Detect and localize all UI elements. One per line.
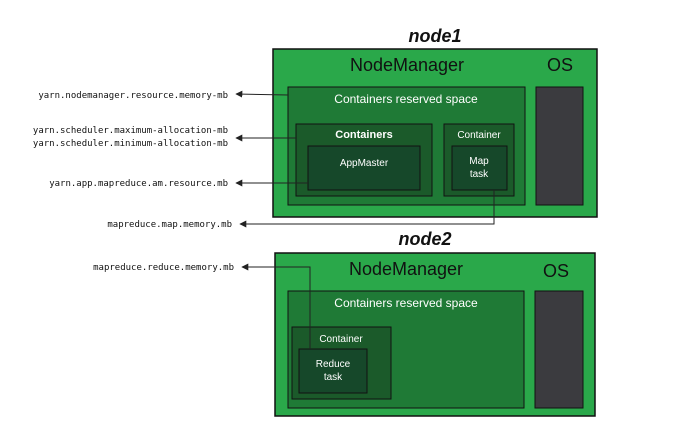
param-scheduler-max-allocation: yarn.scheduler.maximum-allocation-mb bbox=[33, 126, 228, 136]
node2-reduce-task-label-line2: task bbox=[324, 372, 343, 383]
node2-title: node2 bbox=[398, 229, 451, 249]
node2-reserved-space-label: Containers reserved space bbox=[334, 296, 478, 310]
node1-container-label: Container bbox=[457, 130, 501, 141]
node1-os-block bbox=[535, 86, 584, 206]
node2-os-block bbox=[534, 290, 584, 409]
node2-reduce-task-label-line1: Reduce bbox=[316, 359, 351, 370]
arrow-nodemanager-resource-memory bbox=[235, 90, 289, 98]
node1-map-task-label-line2: task bbox=[470, 169, 489, 180]
node1-appmaster-label: AppMaster bbox=[340, 158, 389, 169]
node1-map-task-label-line1: Map bbox=[469, 156, 489, 167]
node1-map-task-box bbox=[451, 145, 508, 191]
param-nodemanager-resource-memory: yarn.nodemanager.resource.memory-mb bbox=[38, 91, 228, 101]
node2-nodemanager-label: NodeManager bbox=[349, 259, 463, 279]
node1-os-label: OS bbox=[547, 55, 573, 75]
node2-os-label: OS bbox=[543, 261, 569, 281]
node2-reduce-task-box bbox=[298, 348, 368, 394]
node1-title: node1 bbox=[408, 26, 461, 46]
param-scheduler-min-allocation: yarn.scheduler.minimum-allocation-mb bbox=[33, 139, 228, 149]
node2-container-label: Container bbox=[319, 334, 363, 345]
arrow-map-memory-mb bbox=[239, 190, 495, 228]
param-map-memory-mb: mapreduce.map.memory.mb bbox=[107, 220, 232, 230]
node1-reserved-space-label: Containers reserved space bbox=[334, 92, 478, 106]
node1-appmaster-box bbox=[307, 145, 421, 191]
arrow-reduce-memory-mb bbox=[241, 263, 311, 349]
node1-nodemanager-label: NodeManager bbox=[350, 55, 464, 75]
node1-containers-label: Containers bbox=[335, 129, 392, 141]
param-am-resource-mb: yarn.app.mapreduce.am.resource.mb bbox=[49, 179, 228, 189]
param-reduce-memory-mb: mapreduce.reduce.memory.mb bbox=[93, 263, 234, 273]
